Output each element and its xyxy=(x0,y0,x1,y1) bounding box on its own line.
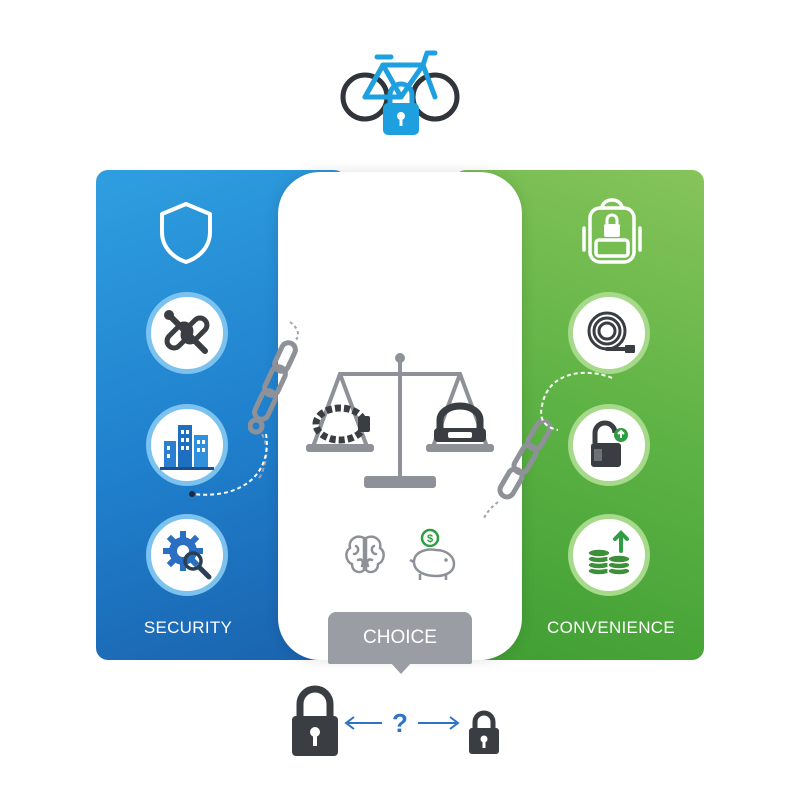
large-padlock-icon xyxy=(292,685,338,756)
choice-label-box: CHOICE xyxy=(328,612,472,664)
choice-pointer xyxy=(390,662,412,674)
backpack-lock-icon xyxy=(582,198,642,264)
city-buildings-icon xyxy=(160,425,214,470)
question-mark: ? xyxy=(392,708,408,738)
u-lock-icon xyxy=(434,402,486,442)
broken-chain-tools-icon xyxy=(164,310,210,354)
piggy-bank-icon: $ xyxy=(409,528,456,580)
gear-magnifier-circle xyxy=(146,514,228,596)
broken-chain-tools-circle xyxy=(146,292,228,374)
arrow-right-icon xyxy=(418,716,460,730)
unlocked-padlock-icon xyxy=(591,420,628,467)
chain-lock-icon xyxy=(312,404,370,444)
brain-icon xyxy=(345,535,385,574)
dashed-connector-right xyxy=(540,371,613,431)
city-buildings-circle xyxy=(146,404,228,486)
arrow-left-icon xyxy=(344,716,382,730)
security-label: SECURITY xyxy=(143,618,233,637)
coin-stacks-circle xyxy=(568,514,650,596)
gear-magnifier-icon xyxy=(163,531,212,580)
small-padlock-icon xyxy=(469,710,499,754)
chain-links-right-icon xyxy=(483,418,553,519)
convenience-label: CONVENIENCE xyxy=(547,618,675,637)
choice-label: CHOICE xyxy=(363,627,437,648)
shield-icon xyxy=(160,202,212,264)
svg-text:$: $ xyxy=(427,533,433,545)
dashed-connector-left xyxy=(189,433,268,497)
coiled-cable-circle xyxy=(568,292,650,374)
coin-stacks-icon xyxy=(587,530,631,576)
coiled-cable-icon xyxy=(587,311,635,353)
bike-with-padlock-icon xyxy=(340,50,460,135)
unlocked-padlock-circle xyxy=(568,404,650,486)
